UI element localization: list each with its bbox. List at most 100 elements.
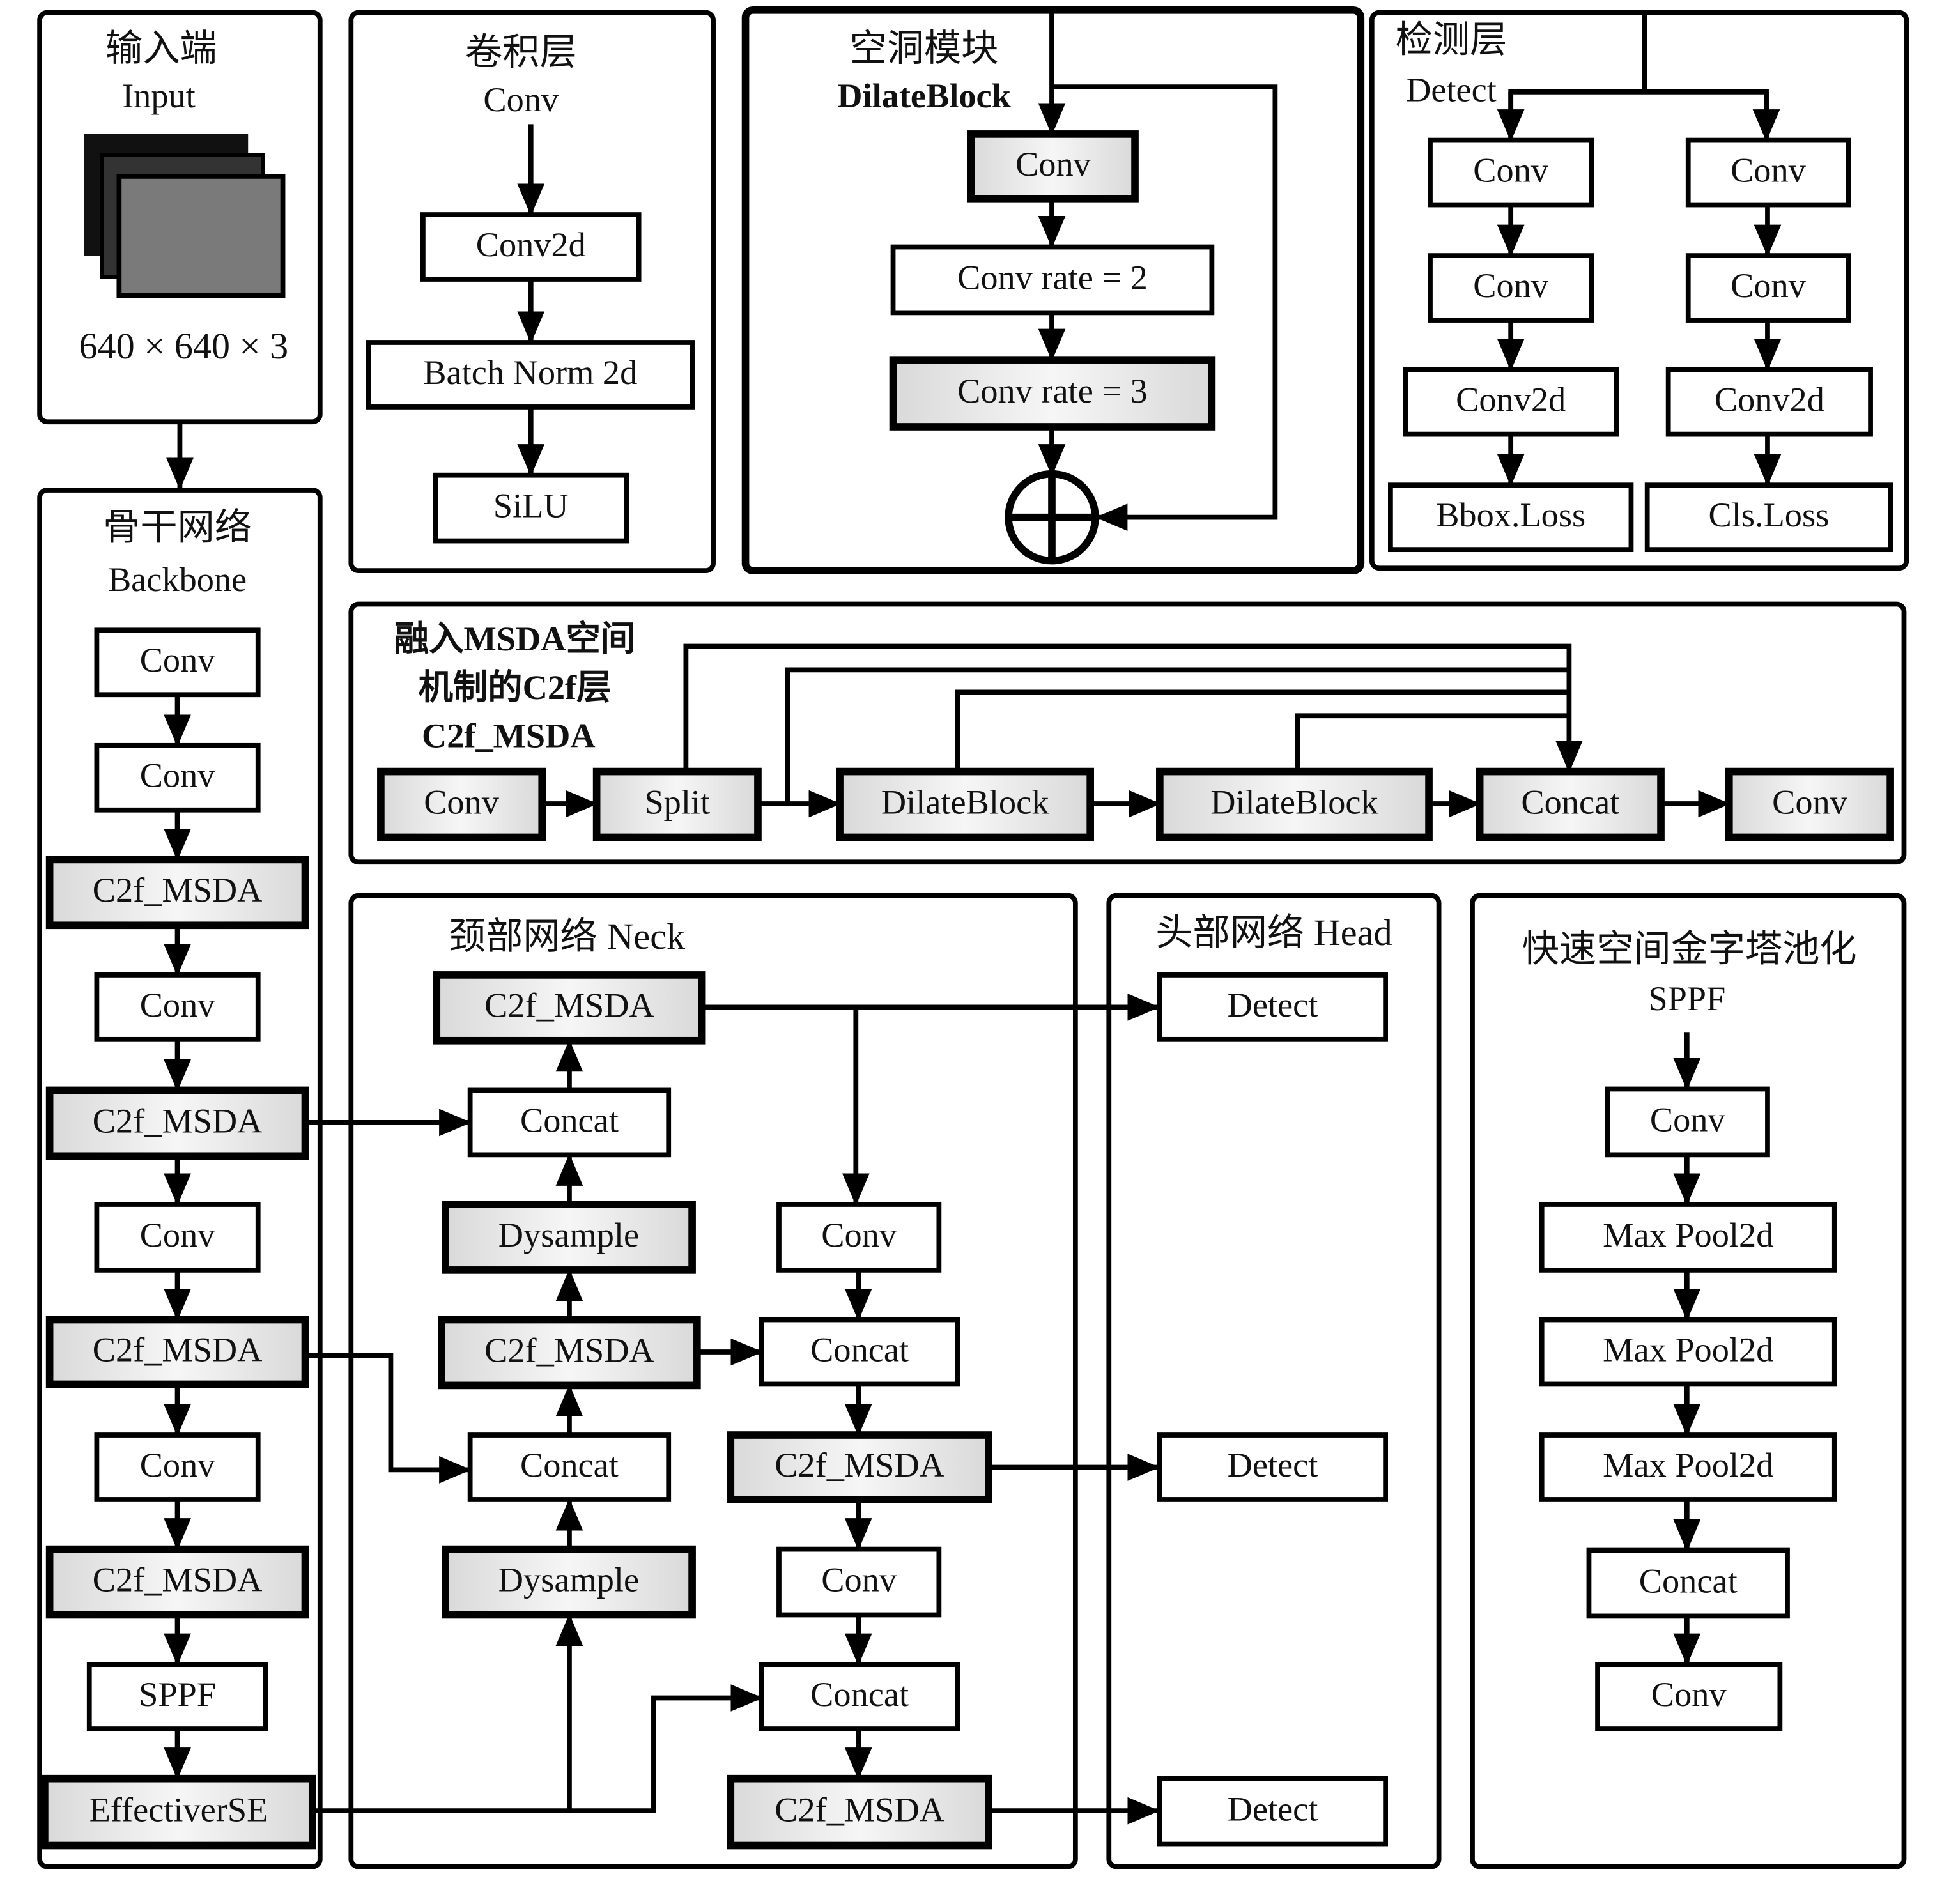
backbone-box [94,627,261,698]
input-size: 640 × 640 × 3 [79,325,288,367]
backbone-box [41,1774,316,1850]
dilate-block-box [889,356,1216,431]
panel-head [1106,893,1442,1869]
panel-conv-layer [348,10,716,574]
panel-backbone [37,488,323,1869]
backbone-box [45,856,309,930]
panel-neck [348,893,1078,1869]
c2f-msda-title-1: 融入MSDA空间 [394,620,635,658]
head-detect-box [1157,972,1389,1042]
neck-left-box-label: C2f_MSDA [484,1331,654,1369]
detect-right-box-label: Cls.Loss [1709,496,1830,534]
sppf-box-label: Max Pool2d [1603,1330,1773,1369]
panel-dilate-block [741,6,1365,574]
conv-layer-title-cn: 卷积层 [465,31,577,73]
neck-left-box [433,971,706,1045]
c2f-skip-1-connector [683,643,1583,773]
conv-layer-box-label: SiLU [493,487,569,525]
neck-left-box [467,1432,672,1502]
detect-right-box [1644,482,1893,553]
neck-right-box [759,1317,960,1387]
detect-right-box [1665,367,1873,437]
backbone-box-label: Conv [140,1216,216,1254]
neck-title: 颈部网络 Neck [449,916,686,957]
sppf-title-cn: 快速空间金字塔池化 [1522,928,1857,969]
dilate-block-title-en: DilateBlock [837,77,1011,115]
backbone-box [86,1662,268,1731]
neck-right-box [727,1431,992,1503]
dilate-block-box [968,130,1139,203]
c2f-msda-box-label: Conv [1772,783,1848,821]
detect-right-box [1685,253,1851,323]
backbone-box [94,742,261,813]
neck-right-box [776,1546,942,1618]
dilate-skip-connector [1051,84,1278,532]
backbone-box-label: Conv [140,986,216,1024]
input-title-en: Input [122,77,196,115]
c2f-msda-title-2: 机制的C2f层 [419,668,612,707]
head-detect-box [1157,1432,1389,1502]
sppf-box [1539,1317,1837,1387]
neck-left-box-label: Concat [520,1101,619,1139]
detect-split-connector [1508,89,1769,139]
c2f-msda-box [592,767,762,841]
backbone-title-en: Backbone [108,560,247,599]
neck-left-box [438,1316,701,1390]
neck-left-box-label: Dysample [498,1560,639,1599]
sppf-box-label: Max Pool2d [1603,1446,1773,1484]
neck-left-box-label: Concat [520,1446,619,1484]
detect-left-box [1428,253,1594,323]
c2f-msda-box [1725,767,1894,841]
neck-right-box-label: Concat [810,1330,909,1369]
c2f-skip-4-connector [1295,713,1569,772]
detect-left-box [1403,367,1619,437]
backbone-se-out-connector [312,1684,763,1814]
neck-right-box-label: Concat [810,1675,909,1714]
detect-right-box-label: Conv2d [1715,381,1824,419]
sppf-box-label: Concat [1639,1562,1738,1600]
detect-right-box-label: Conv [1731,151,1807,189]
neck-right-box-label: C2f_MSDA [775,1791,944,1829]
detect-layer-title-cn: 检测层 [1396,19,1507,61]
sppf-box [1586,1547,1790,1619]
head-title: 头部网络 Head [1155,912,1392,953]
c2f-msda-box-label: Split [644,783,710,821]
sppf-box-label: Conv [1651,1675,1727,1714]
head-detect-box-label: Detect [1228,1790,1318,1829]
sppf-title-en: SPPF [1648,979,1725,1018]
c2f-msda-box [377,767,546,841]
panel-sppf [1470,893,1907,1869]
detect-left-box [1428,137,1594,208]
neck-right-box-label: C2f_MSDA [775,1446,944,1484]
neck-left-box [467,1087,672,1158]
dilate-block-box [890,244,1215,316]
detect-right-box [1685,137,1851,208]
backbone-box-label: C2f_MSDA [93,1102,263,1140]
neck-left-box [442,1201,696,1274]
c2f-msda-box [1476,767,1665,841]
dilate-block-title-cn: 空洞模块 [850,27,999,69]
conv-layer-box [420,212,642,282]
sppf-box [1539,1432,1837,1502]
dilate-block-box-label: Conv rate = 2 [957,258,1148,296]
backbone-box [45,1316,309,1388]
c2f-skip-2-connector [785,667,1569,804]
neck-left-box-label: C2f_MSDA [484,987,654,1025]
detect-left-box-label: Bbox.Loss [1436,496,1585,534]
neck-right-box-label: Conv [821,1560,897,1599]
head-detect-box-label: Detect [1228,986,1318,1024]
sppf-box [1605,1086,1770,1158]
c2f-msda-box-label: Concat [1521,783,1619,821]
dilate-block-box-label: Conv rate = 3 [957,372,1148,410]
backbone-box-label: Conv [140,1446,216,1484]
detect-left-box-label: Conv [1473,151,1549,189]
backbone-box-label: C2f_MSDA [93,1560,263,1599]
sppf-box [1539,1202,1837,1273]
c2f-skip-3-connector [955,689,1569,772]
backbone-box [94,972,261,1042]
neck-left-box-label: Dysample [498,1216,639,1254]
c2f-msda-box-label: DilateBlock [881,783,1049,821]
backbone-title-cn: 骨干网络 [103,506,252,548]
c2f-msda-title-3: C2f_MSDA [422,717,596,755]
